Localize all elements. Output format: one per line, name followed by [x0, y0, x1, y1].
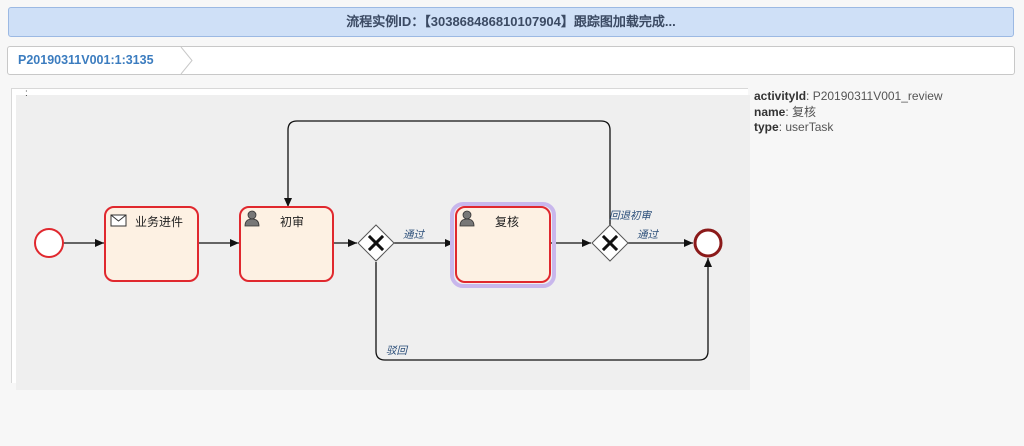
canvas-corner-mark: :: [25, 88, 28, 99]
exclusive-gateway-1[interactable]: [357, 224, 395, 262]
task-first-review[interactable]: 初审: [239, 206, 334, 282]
task-business-entry[interactable]: 业务进件: [104, 206, 199, 282]
task-label: 业务进件: [135, 214, 183, 229]
breadcrumb-item[interactable]: P20190311V001:1:3135: [18, 53, 154, 67]
flow-label-pass: 通过: [637, 229, 659, 241]
close-icon: [367, 234, 385, 252]
task-label: 复核: [495, 215, 519, 229]
user-icon: [244, 210, 260, 227]
start-event[interactable]: [34, 228, 64, 258]
exclusive-gateway-2[interactable]: [591, 224, 629, 262]
activity-info-panel: activityId: P20190311V001_review name: 复…: [754, 89, 943, 136]
flow-return-to-first-review: [284, 120, 611, 225]
task-label: 初审: [280, 214, 304, 229]
flow-label-reject: 驳回: [386, 345, 408, 357]
info-name: name: 复核: [754, 104, 817, 119]
info-activity-id: activityId: P20190311V001_review: [754, 89, 943, 103]
sequence-flows: [63, 120, 712, 361]
flow-reject-to-end: [375, 258, 712, 361]
flow-label-return-first-review: 回退初审: [609, 210, 652, 222]
info-type: type: userTask: [754, 120, 834, 134]
task-review-active[interactable]: 复核: [450, 202, 556, 288]
breadcrumb: P20190311V001:1:3135: [7, 46, 1015, 75]
end-event[interactable]: [693, 228, 723, 258]
status-banner: 流程实例ID：【303868486810107904】跟踪图加载完成...: [8, 7, 1014, 37]
user-icon: [459, 210, 475, 227]
envelope-icon: [110, 214, 127, 227]
close-icon: [601, 234, 619, 252]
breadcrumb-separator-icon: [180, 47, 193, 74]
flow-label-pass: 通过: [403, 229, 425, 241]
